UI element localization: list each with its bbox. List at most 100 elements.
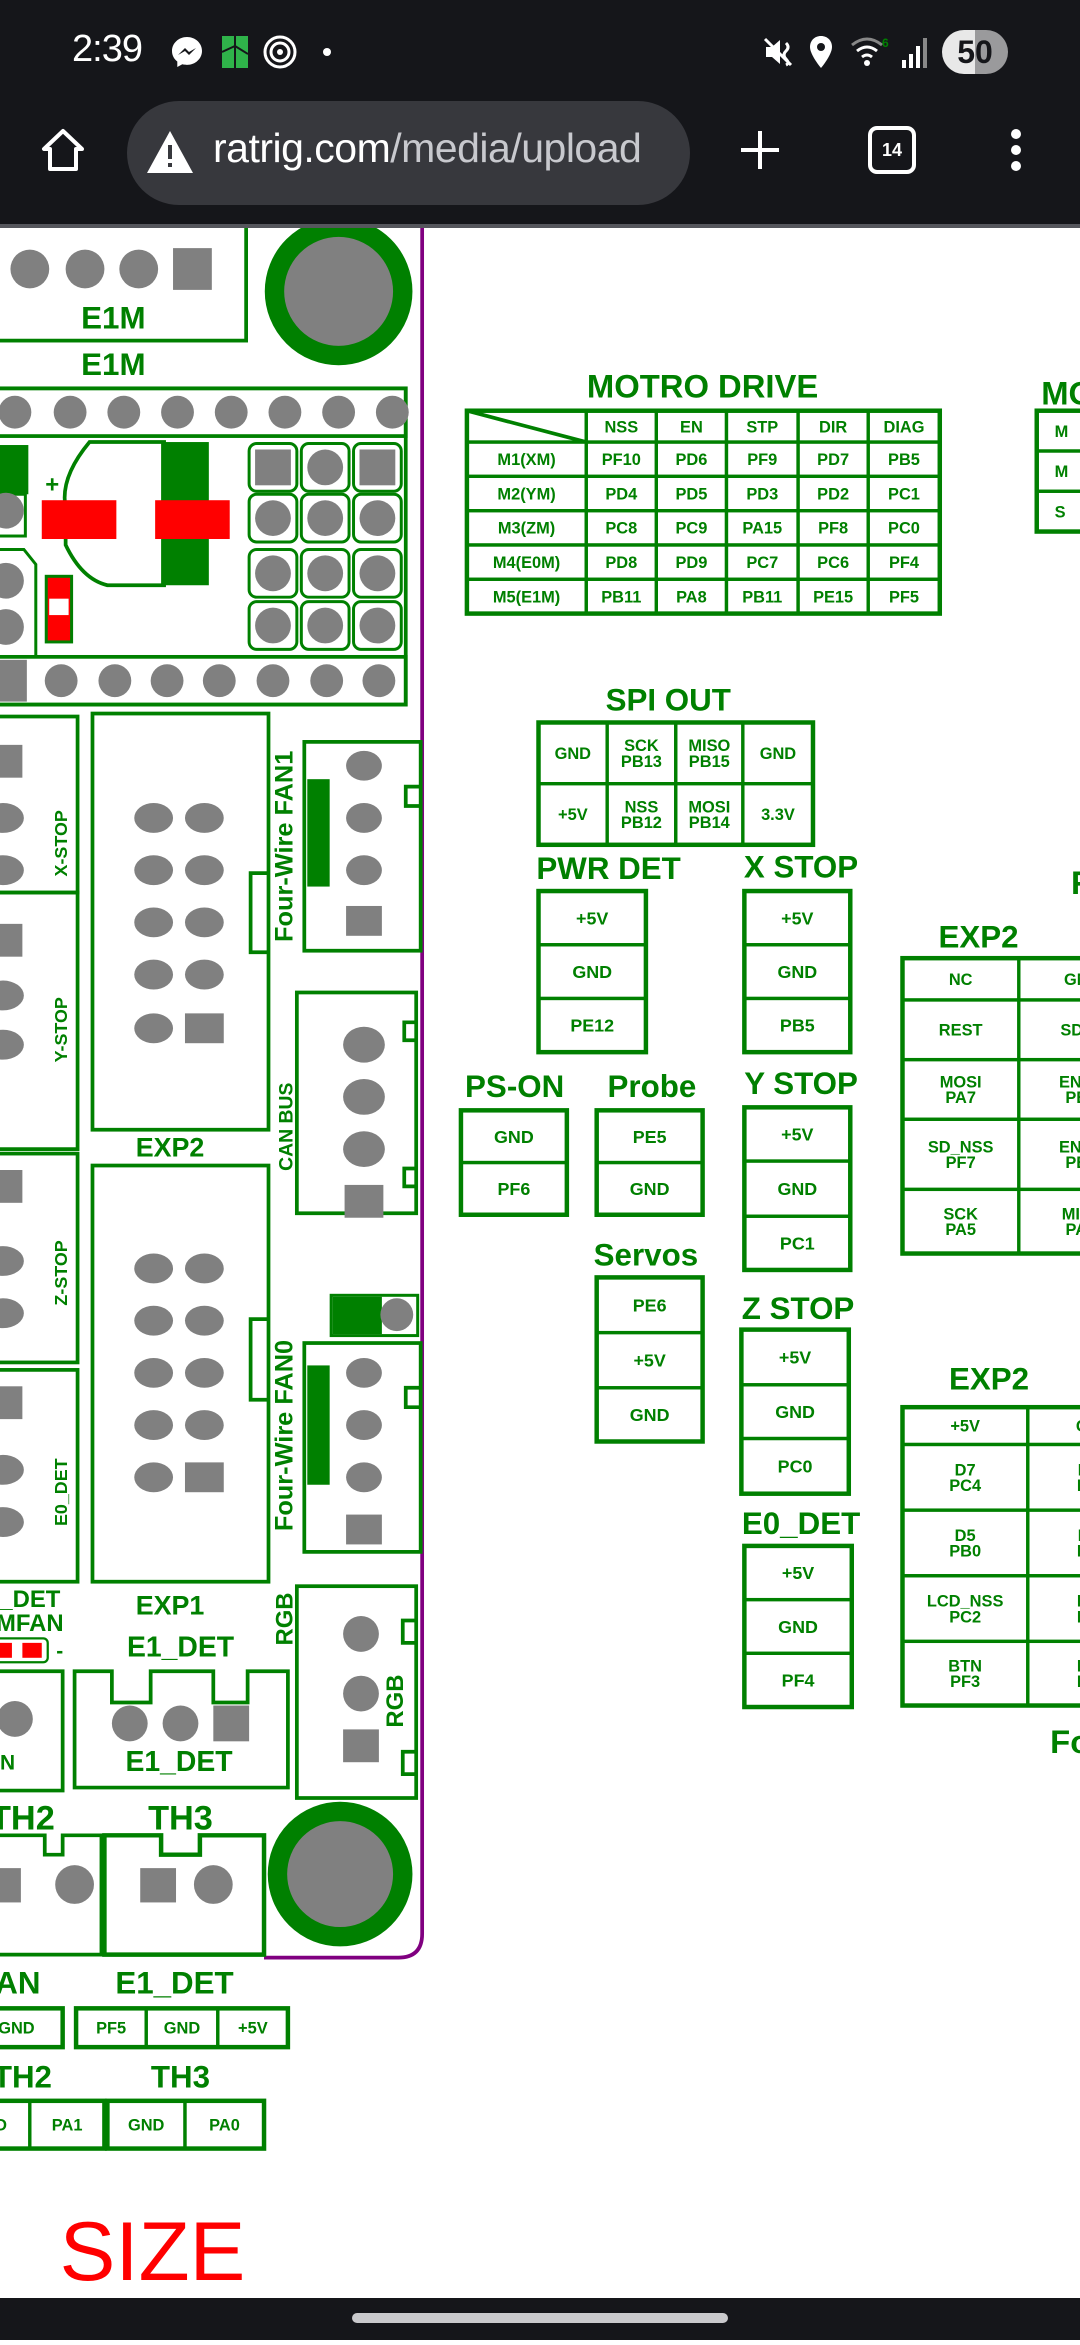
table-title: MOTRO DRIVE	[587, 367, 818, 404]
pad	[359, 555, 396, 592]
pad	[0, 855, 24, 886]
pad-square	[184, 1462, 224, 1493]
th3-silk: TH3	[148, 1799, 213, 1837]
url-text[interactable]: ratrig.com/media/upload	[213, 125, 673, 172]
address-bar[interactable]: ratrig.com/media/upload	[127, 101, 690, 205]
table-cell	[459, 1160, 569, 1217]
table-cell-text: PD5	[675, 485, 707, 503]
table-cell-text: PD9	[675, 554, 707, 572]
pad	[214, 395, 248, 429]
pad	[343, 1079, 385, 1115]
messenger-icon	[170, 34, 204, 70]
exp1-socket	[90, 1163, 271, 1584]
table-title: E0_DET	[742, 1506, 860, 1541]
table-cell-text: PF5	[889, 588, 919, 606]
table-cell-text: PD8	[605, 554, 637, 572]
pad	[255, 555, 291, 592]
table-title: EXP2	[939, 920, 1019, 955]
pad	[202, 664, 236, 698]
pad	[346, 750, 382, 781]
pad	[184, 959, 224, 990]
menu-button[interactable]	[980, 114, 1052, 186]
fan-jumper	[329, 1293, 420, 1338]
threads-icon	[262, 34, 298, 70]
wifi-6-icon: 6	[850, 34, 890, 70]
mounting-hole-bottom	[267, 1801, 413, 1947]
pad	[184, 907, 224, 938]
table-cell-text: PC0	[778, 1457, 813, 1477]
table-cell-text: PE15	[813, 588, 853, 606]
pad	[268, 395, 302, 429]
table-cell-text: REST	[939, 1022, 983, 1040]
pad	[0, 803, 24, 833]
tab-count: 14	[868, 126, 916, 174]
pad-square	[0, 744, 23, 778]
pad	[134, 803, 174, 833]
pad-square	[344, 1184, 384, 1218]
warning-triangle-icon[interactable]	[145, 129, 195, 180]
table-cell-text: GND	[555, 745, 592, 763]
table-title: Servos	[594, 1237, 698, 1272]
table-cell-text: GND	[630, 1405, 670, 1425]
table-cell-text: PC7	[746, 554, 778, 572]
table-cell-text: PA1	[52, 2117, 83, 2135]
table-cell-text: GND	[760, 745, 797, 763]
table-cell-text: PE12	[570, 1016, 614, 1036]
table-cell-text: PC1	[780, 1234, 815, 1254]
pad	[359, 607, 396, 644]
mute-vibrate-icon	[762, 34, 796, 70]
pad	[0, 1029, 24, 1060]
th2-silk: TH2	[0, 1799, 55, 1837]
tab-switcher-button[interactable]: 14	[856, 114, 928, 186]
pad	[184, 855, 224, 886]
table-cell-text: +5V	[558, 806, 588, 824]
table-title: PWR DET	[536, 851, 680, 886]
location-icon	[808, 34, 834, 70]
table-cell-text: PB11	[742, 588, 782, 606]
table-cell-text: PF6	[497, 1179, 530, 1199]
table-cell-text: DIR	[819, 418, 847, 436]
pad	[134, 1410, 174, 1440]
table-cell-text: D6PC	[1077, 1461, 1080, 1495]
pad	[346, 803, 382, 833]
e1m-connector: E1M	[0, 222, 248, 343]
pad	[346, 1357, 382, 1388]
pad	[359, 500, 396, 537]
pad-square	[346, 905, 382, 936]
pad	[346, 1462, 382, 1493]
pad	[161, 395, 194, 429]
table-cell-text: PF4	[782, 1671, 815, 1691]
table-cell-text: GND	[777, 1179, 817, 1199]
table-cell-text: +5V	[781, 1125, 813, 1145]
table-cell-text: +5V	[779, 1348, 811, 1368]
table-title: MO	[1041, 375, 1080, 412]
status-leds: -	[0, 1637, 63, 1664]
home-gesture-handle[interactable]	[352, 2313, 728, 2323]
pad	[107, 395, 141, 429]
table-cell	[742, 1214, 852, 1272]
pad	[134, 1013, 174, 1044]
diagonal-line	[466, 408, 587, 444]
table-title: TH2	[0, 2059, 52, 2094]
new-tab-button[interactable]	[724, 114, 796, 186]
table-cell-text: GND	[778, 1617, 818, 1637]
table-cell-text: NC	[949, 971, 973, 989]
pad	[255, 607, 291, 644]
pad	[375, 395, 409, 429]
pad	[134, 1462, 174, 1493]
e1-det-inner-silk: E1_DET	[125, 1746, 232, 1778]
e1-det-connector: E1_DET	[72, 1669, 290, 1790]
home-button[interactable]	[27, 114, 99, 186]
y-stop-silk: Y-STOP	[51, 997, 71, 1062]
pad-square	[359, 449, 396, 486]
table-cell	[1026, 1442, 1080, 1512]
table-cell-text: PF9	[747, 451, 777, 469]
